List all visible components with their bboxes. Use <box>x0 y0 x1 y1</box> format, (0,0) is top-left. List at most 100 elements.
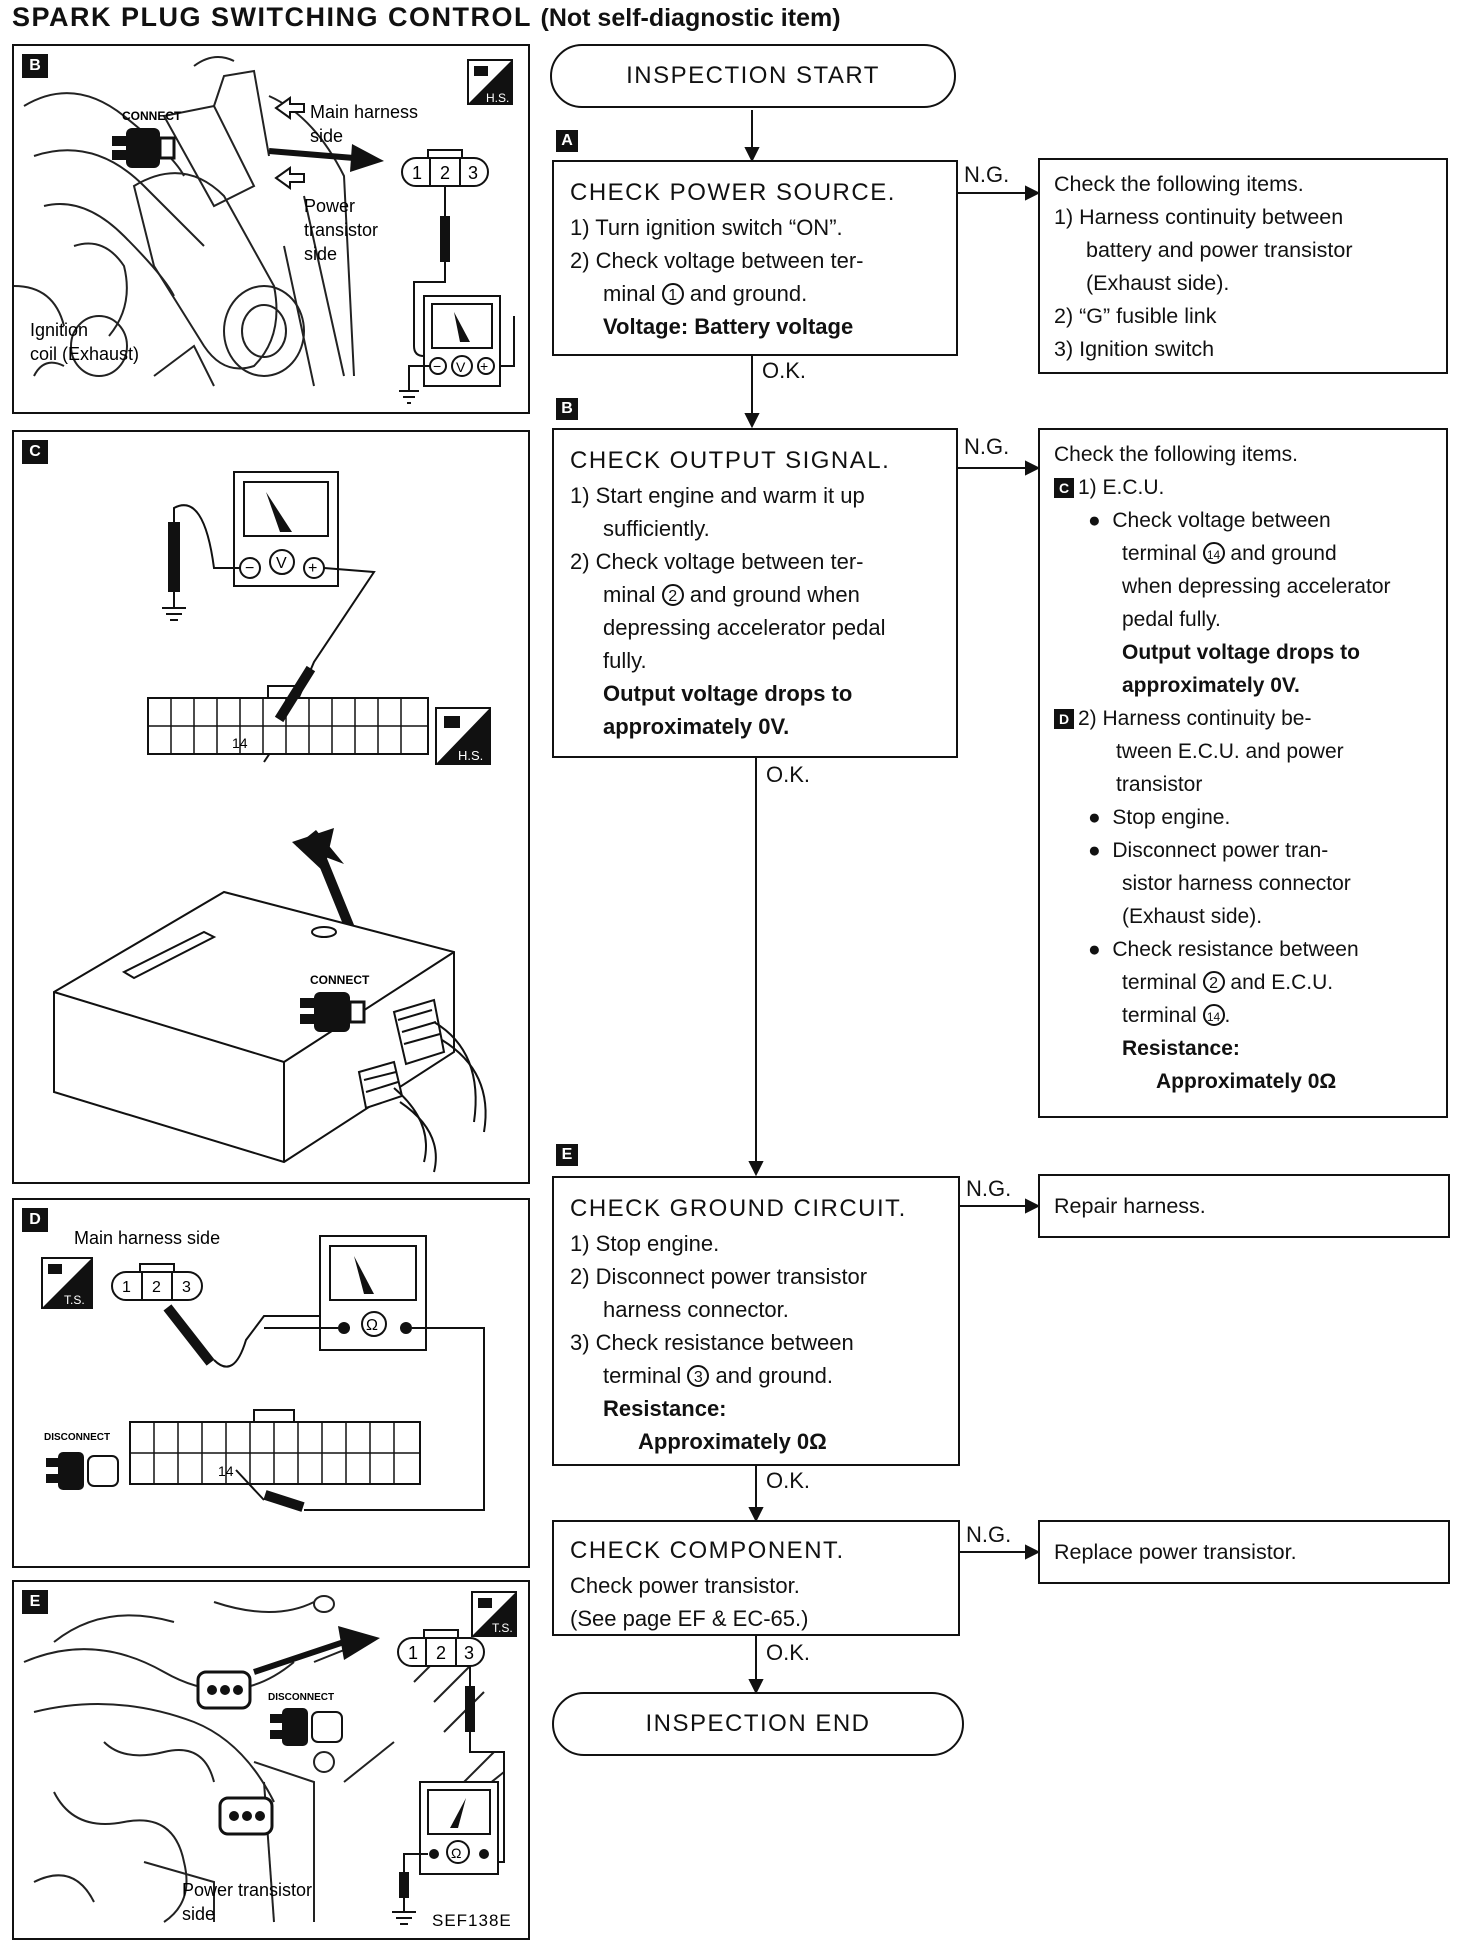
inspection-start: INSPECTION START <box>550 44 956 108</box>
text: and ground. <box>715 1363 833 1388</box>
step-line: 2) Check voltage between ter- <box>570 248 864 273</box>
heading: CHECK OUTPUT SIGNAL. <box>570 447 891 474</box>
svg-text:+: + <box>480 358 488 374</box>
step-tag-d: D <box>1054 709 1074 730</box>
disconnect-icon <box>46 1452 119 1490</box>
panel-e-pt-2: side <box>182 1904 215 1924</box>
step-line: 2) Check voltage between ter- <box>570 549 864 574</box>
svg-text:V: V <box>276 555 287 572</box>
terminal-number: 2 <box>1202 971 1225 993</box>
ohmmeter-icon: Ω <box>319 1235 427 1351</box>
panel-d-pin-2: 2 <box>152 1279 161 1296</box>
spec-label: Resistance: <box>1122 1037 1240 1060</box>
panel-b-ignition-2: coil (Exhaust) <box>30 344 139 364</box>
text: Disconnect power tran- <box>1112 839 1329 862</box>
panel-b-main-harness-1: Main harness <box>310 102 418 122</box>
spec-value: Approximately 0Ω <box>638 1429 827 1454</box>
panel-d-main-harness: Main harness side <box>74 1228 220 1248</box>
check-ground-circuit-box: CHECK GROUND CIRCUIT. 1) Stop engine. 2)… <box>552 1176 960 1466</box>
panel-e-pin-3: 3 <box>464 1643 474 1663</box>
text-line: terminal 14. <box>1054 999 1434 1032</box>
text: and ground when <box>689 582 860 607</box>
step-line: minal 1 and ground. <box>570 277 942 310</box>
panel-d-ts: T.S. <box>64 1293 85 1307</box>
panel-d-illustration: Main harness side T.S. 1 2 3 Ω <box>41 1228 485 1512</box>
ng-label: N.G. <box>966 1176 1012 1201</box>
panel-e-pin-1: 1 <box>408 1643 418 1663</box>
step-tag-e: E <box>556 1144 578 1166</box>
panel-b-connect-text: CONNECT <box>122 109 182 123</box>
title-main: SPARK PLUG SWITCHING CONTROL <box>12 2 532 32</box>
text-line: (Exhaust side). <box>1086 271 1230 295</box>
text: Check resistance between <box>1112 938 1359 961</box>
step-line: fully. <box>603 648 647 673</box>
hs-badge-icon <box>467 59 513 105</box>
text: terminal <box>1122 1004 1197 1027</box>
harness-connector-icon <box>196 1670 252 1710</box>
panel-c-connect-text: CONNECT <box>310 973 370 987</box>
heading: CHECK POWER SOURCE. <box>570 179 896 206</box>
step-tag-b: B <box>556 398 578 420</box>
step-line: harness connector. <box>603 1297 789 1322</box>
svg-text:Ω: Ω <box>451 1845 461 1861</box>
step-line: 3) Check resistance between <box>570 1330 854 1355</box>
panel-e-pin-2: 2 <box>436 1643 446 1663</box>
panel-b-ignition-1: Ignition <box>30 320 88 340</box>
step-line: Check power transistor. <box>570 1573 800 1598</box>
step-line: minal 2 and ground when <box>570 578 942 611</box>
panel-d-label: D <box>22 1208 48 1232</box>
panel-e-disconnect-text: DISCONNECT <box>268 1692 334 1703</box>
text-line: Check the following items. <box>1054 443 1298 466</box>
terminal-number: 1 <box>661 283 684 305</box>
ok-label: O.K. <box>766 1468 811 1493</box>
inspection-end: INSPECTION END <box>552 1692 964 1756</box>
spec-line: approximately 0V. <box>1122 674 1300 697</box>
text-line: (Exhaust side). <box>1122 905 1263 928</box>
ok-label: O.K. <box>766 762 811 787</box>
step-line: terminal 3 and ground. <box>570 1359 944 1392</box>
text-line: sistor harness connector <box>1122 872 1351 895</box>
ng-label: N.G. <box>964 162 1010 187</box>
text-line: battery and power transistor <box>1086 238 1353 262</box>
bullet-icon: ● <box>1088 938 1101 961</box>
text-line: Replace power transistor. <box>1054 1540 1297 1564</box>
text: and ground. <box>689 281 808 306</box>
text: terminal <box>1122 971 1197 994</box>
connect-icon <box>112 128 176 168</box>
ground-circuit-ng-box: Repair harness. <box>1038 1174 1450 1238</box>
bullet-icon: ● <box>1088 839 1101 862</box>
heading: CHECK GROUND CIRCUIT. <box>570 1195 907 1222</box>
panel-e-illustration: DISCONNECT T.S. 1 2 3 <box>23 1591 517 1930</box>
text: 2) Harness continuity be- <box>1078 707 1312 730</box>
panel-b-main-harness-2: side <box>310 126 343 146</box>
step-line: 2) Disconnect power transistor <box>570 1264 868 1289</box>
check-component-box: CHECK COMPONENT. Check power transistor.… <box>552 1520 960 1636</box>
panel-b: B CONNECT <box>12 44 530 414</box>
spec-line: approximately 0V. <box>603 714 790 739</box>
check-output-signal-box: CHECK OUTPUT SIGNAL. 1) Start engine and… <box>552 428 958 758</box>
panel-b-hs: H.S. <box>486 91 509 105</box>
text: minal <box>603 582 656 607</box>
title-sub: (Not self-diagnostic item) <box>540 4 841 32</box>
text-line: when depressing accelerator <box>1122 575 1391 598</box>
voltmeter-icon: V − + <box>423 295 501 387</box>
text-line: terminal 14 and ground <box>1054 537 1434 570</box>
connect-icon <box>300 992 366 1032</box>
hs-badge-icon <box>435 707 491 765</box>
spec-line: Output voltage drops to <box>603 681 853 706</box>
panel-b-pt-2: transistor <box>304 220 378 240</box>
panel-c-hs: H.S. <box>458 748 483 763</box>
panel-b-pt-3: side <box>304 244 337 264</box>
ok-label: O.K. <box>766 1640 811 1665</box>
component-ng-box: Replace power transistor. <box>1038 1520 1450 1584</box>
page-title: SPARK PLUG SWITCHING CONTROL (Not self-d… <box>12 2 841 33</box>
text-line: 3) Ignition switch <box>1054 337 1215 361</box>
bullet-icon: ● <box>1088 509 1101 532</box>
harness-connector-icon <box>218 1796 274 1836</box>
svg-text:−: − <box>433 358 441 374</box>
spec-line: Voltage: Battery voltage <box>603 314 854 339</box>
panel-d-disconnect-text: DISCONNECT <box>44 1432 110 1443</box>
